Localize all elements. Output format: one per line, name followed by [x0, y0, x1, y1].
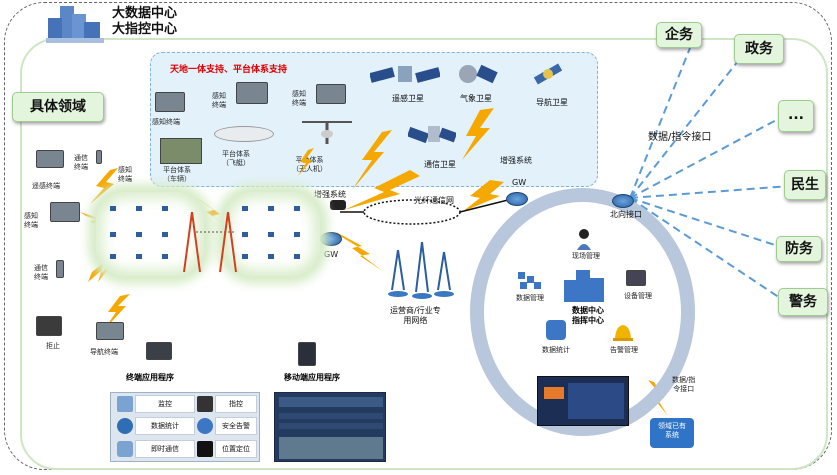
mobile-apps-title: 移动端应用程序	[284, 373, 340, 382]
device-mgmt-icon	[626, 270, 646, 286]
comm-satellite-icon	[406, 118, 458, 152]
sensor-device-icon	[316, 84, 346, 104]
gw-left-label: GW	[324, 250, 339, 259]
vehicle-photo	[160, 138, 202, 164]
radio-icon	[56, 260, 64, 278]
remote-satellite-icon	[369, 60, 441, 90]
sector-tag: 防务	[776, 236, 822, 262]
laptop-icon	[36, 150, 64, 168]
nav-satellite-icon	[530, 58, 570, 88]
phone-icon	[298, 342, 316, 366]
existing-system-callout: 领域已有 系统	[650, 418, 694, 448]
tower-icon	[386, 240, 456, 302]
comm-term-label-2: 通信 终端	[34, 264, 48, 281]
fiber-link-right	[459, 199, 509, 213]
radio-icon	[96, 150, 102, 164]
alert-icon	[197, 418, 213, 434]
weather-sat-label: 气象卫星	[460, 94, 492, 103]
weather-satellite-icon	[454, 60, 498, 90]
remote-term-label: 遥感终端	[32, 182, 60, 190]
dashboard-screen	[537, 376, 629, 426]
app-monitor[interactable]: 监控	[135, 395, 195, 413]
sector-tag: 政务	[734, 34, 784, 64]
datacenter-title-2: 大指控中心	[112, 22, 178, 37]
north-if-router-icon	[612, 194, 634, 208]
domain-label: 具体领域	[12, 92, 104, 122]
sensor-device-icon	[50, 202, 80, 222]
data-stats-label: 数据统计	[542, 346, 570, 354]
play-icon	[117, 418, 133, 434]
domain-boundary	[20, 38, 828, 470]
location-icon	[197, 441, 213, 457]
sector-tag: 民生	[784, 170, 826, 200]
app-security[interactable]: 安全告警	[215, 417, 257, 435]
chat-icon	[117, 441, 133, 457]
sat-banner: 天地一体支持、平台体系支持	[170, 65, 288, 75]
sector-tag: 警务	[778, 288, 828, 316]
datacenter-title-1: 大数据中心	[112, 6, 178, 21]
app-stats[interactable]: 数据统计	[135, 417, 195, 435]
site-mgmt-label: 现场管理	[572, 252, 600, 260]
operator-label: 运营商/行业专 用网络	[390, 306, 441, 325]
app-im[interactable]: 即时通信	[135, 440, 195, 458]
uav-icon	[300, 114, 354, 148]
sensor-term-label-2: 感知 终端	[24, 212, 38, 229]
sensor-label-2: 感知 终端	[292, 90, 306, 107]
comm-term-label-1: 通信 终端	[74, 154, 88, 171]
data-mgmt-label: 数据管理	[516, 294, 544, 302]
data-if-label-2: 数据/指 令接口	[672, 376, 696, 393]
intercept-label: 拒止	[46, 342, 60, 350]
augment-dish-icon	[330, 200, 346, 210]
data-mgmt-icon	[518, 272, 542, 290]
nav-sat-label: 导航卫星	[536, 98, 568, 107]
data-stats-icon	[546, 320, 566, 340]
remote-sat-label: 遥感卫星	[392, 94, 424, 103]
terminal-apps-title: 终端应用程序	[126, 373, 174, 382]
sensor-device-icon	[236, 82, 268, 104]
gateway-icon	[320, 232, 342, 246]
augment-label-left: 增强系统	[314, 190, 346, 199]
nav-term-label: 导航终端	[90, 348, 118, 356]
alarm-mgmt-label: 告警管理	[610, 346, 638, 354]
device-mgmt-label: 设备管理	[624, 292, 652, 300]
airship-icon	[214, 126, 274, 142]
plat-vehicle-label: 平台体系 （车辆）	[163, 166, 191, 183]
alarm-bell-icon	[612, 322, 634, 342]
datacenter-building-icon	[46, 4, 106, 44]
terminal-apps-panel: 监控 指控 数据统计 安全告警 即时通信 位置定位	[110, 392, 260, 462]
sector-tag: ...	[778, 100, 814, 132]
center-building-icon	[560, 270, 608, 304]
gateway-icon	[506, 192, 528, 206]
data-if-label: 数据/指令接口	[648, 132, 712, 143]
jammer-icon	[36, 316, 62, 336]
north-if-label: 北向接口	[610, 210, 642, 219]
gw-right-label: GW	[512, 178, 527, 187]
sensor-device-icon	[155, 92, 185, 112]
sector-tag: 企务	[656, 22, 702, 48]
sensor-term-label-1: 感知 终端	[118, 166, 132, 183]
monitor-icon	[146, 342, 172, 360]
app-command[interactable]: 指控	[215, 395, 257, 413]
cloud-nodes	[110, 206, 300, 273]
sensor-label-1: 感知 终端	[212, 92, 226, 109]
fiber-label: 光纤通信网	[414, 196, 454, 205]
mobile-app-screenshot	[274, 392, 386, 462]
sector-links	[629, 47, 791, 299]
camera-icon	[197, 396, 213, 412]
augment-label-right: 增强系统	[500, 156, 532, 165]
person-icon	[576, 228, 592, 250]
monitor-app-icon	[117, 396, 133, 412]
comm-sat-label: 通信卫星	[424, 160, 456, 169]
sensor-vehicle-label: 感知终端	[152, 118, 180, 126]
plat-airship-label: 平台体系 （飞艇）	[222, 150, 250, 167]
center-title: 数据中心 指挥中心	[572, 306, 604, 325]
app-location[interactable]: 位置定位	[215, 440, 257, 458]
nav-device-icon	[96, 322, 124, 340]
